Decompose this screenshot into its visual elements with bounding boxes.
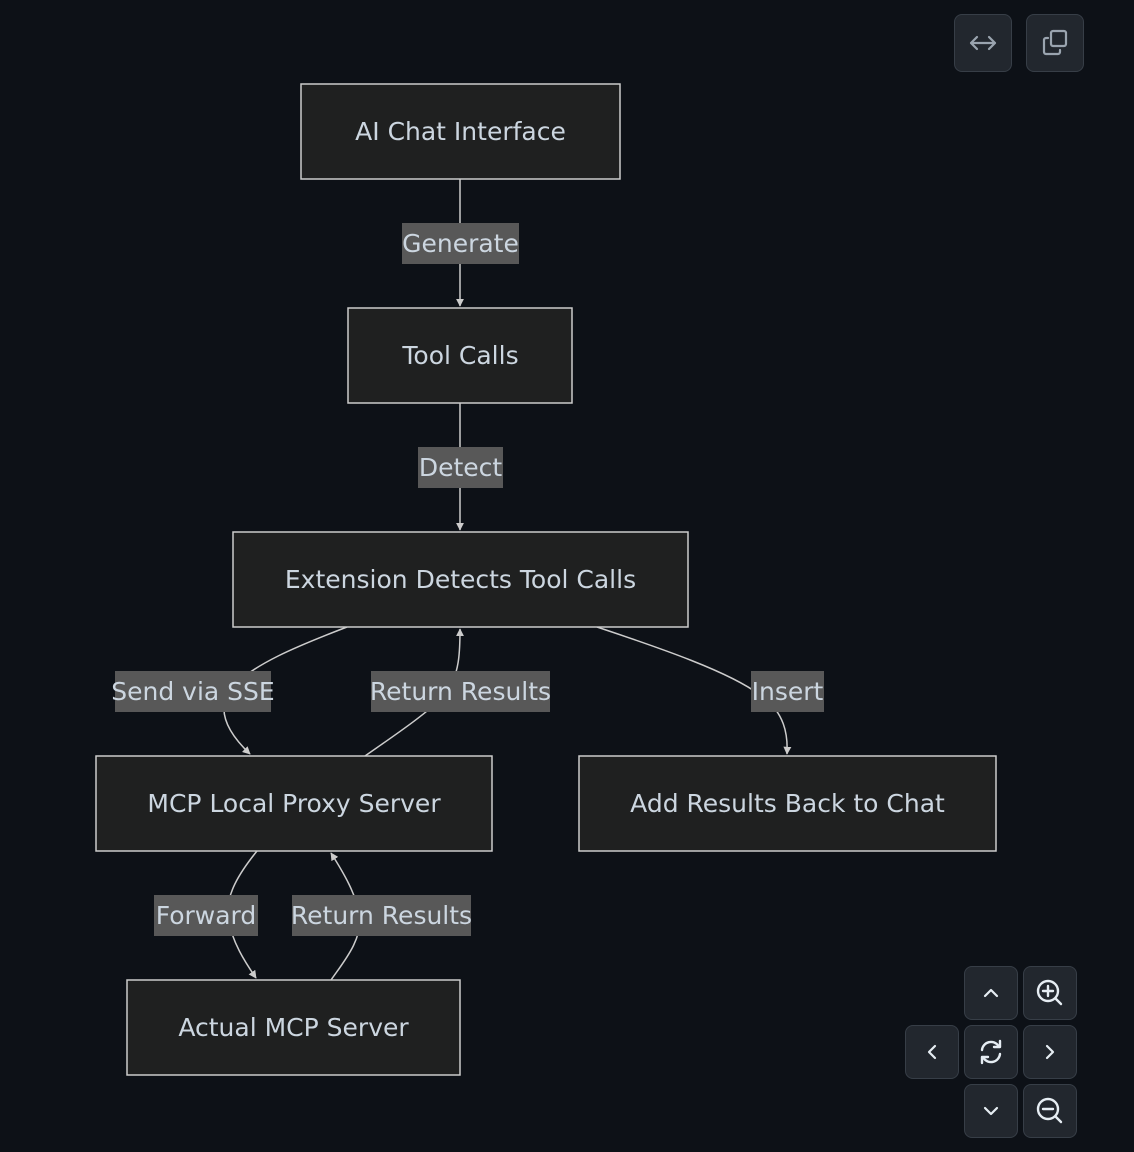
- refresh-icon: [980, 1039, 1002, 1065]
- edge-label-return-results-upper: Return Results: [370, 671, 551, 712]
- node-label: Add Results Back to Chat: [630, 789, 945, 818]
- copy-button[interactable]: [1026, 14, 1084, 72]
- chevron-right-icon: [1045, 1044, 1055, 1060]
- node-add-results-back-to-chat: Add Results Back to Chat: [578, 755, 997, 852]
- node-extension-detects-tool-calls: Extension Detects Tool Calls: [232, 531, 689, 628]
- arrows-left-right-icon: [969, 35, 997, 51]
- edge-label-send-via-sse: Send via SSE: [111, 671, 275, 712]
- zoom-out-button[interactable]: [1023, 1084, 1077, 1138]
- zoom-out-icon: [1036, 1097, 1063, 1124]
- edge-label-insert: Insert: [751, 671, 824, 712]
- chevron-down-icon: [983, 1106, 999, 1116]
- node-label: Actual MCP Server: [178, 1013, 409, 1042]
- pan-up-button[interactable]: [964, 966, 1018, 1020]
- pan-right-button[interactable]: [1023, 1025, 1077, 1079]
- copy-icon: [1042, 29, 1068, 56]
- edge-label-text: Return Results: [291, 901, 472, 930]
- zoom-in-button[interactable]: [1023, 966, 1077, 1020]
- edge-label-text: Detect: [419, 453, 503, 482]
- node-ai-chat-interface: AI Chat Interface: [300, 83, 621, 180]
- zoom-in-icon: [1036, 979, 1063, 1006]
- edge-label-text: Insert: [752, 677, 824, 706]
- pan-left-button[interactable]: [905, 1025, 959, 1079]
- edge-insert: [596, 626, 792, 755]
- edge-label-detect: Detect: [418, 447, 503, 488]
- edge-label-text: Forward: [156, 901, 257, 930]
- pan-down-button[interactable]: [964, 1084, 1018, 1138]
- edge-label-return-results-lower: Return Results: [291, 895, 472, 936]
- node-label: Extension Detects Tool Calls: [285, 565, 636, 594]
- node-tool-calls: Tool Calls: [347, 307, 573, 404]
- edge-label-generate: Generate: [402, 223, 519, 264]
- node-actual-mcp-server: Actual MCP Server: [126, 979, 461, 1076]
- reset-view-button[interactable]: [964, 1025, 1018, 1079]
- edge-label-text: Return Results: [370, 677, 551, 706]
- node-label: AI Chat Interface: [355, 117, 566, 146]
- node-label: Tool Calls: [401, 341, 518, 370]
- edge-label-forward: Forward: [154, 895, 258, 936]
- chevron-left-icon: [927, 1044, 937, 1060]
- fit-width-button[interactable]: [954, 14, 1012, 72]
- chevron-up-icon: [983, 988, 999, 998]
- edge-label-text: Generate: [402, 229, 519, 258]
- edge-label-text: Send via SSE: [111, 677, 274, 706]
- node-label: MCP Local Proxy Server: [147, 789, 441, 818]
- node-mcp-local-proxy-server: MCP Local Proxy Server: [95, 755, 493, 852]
